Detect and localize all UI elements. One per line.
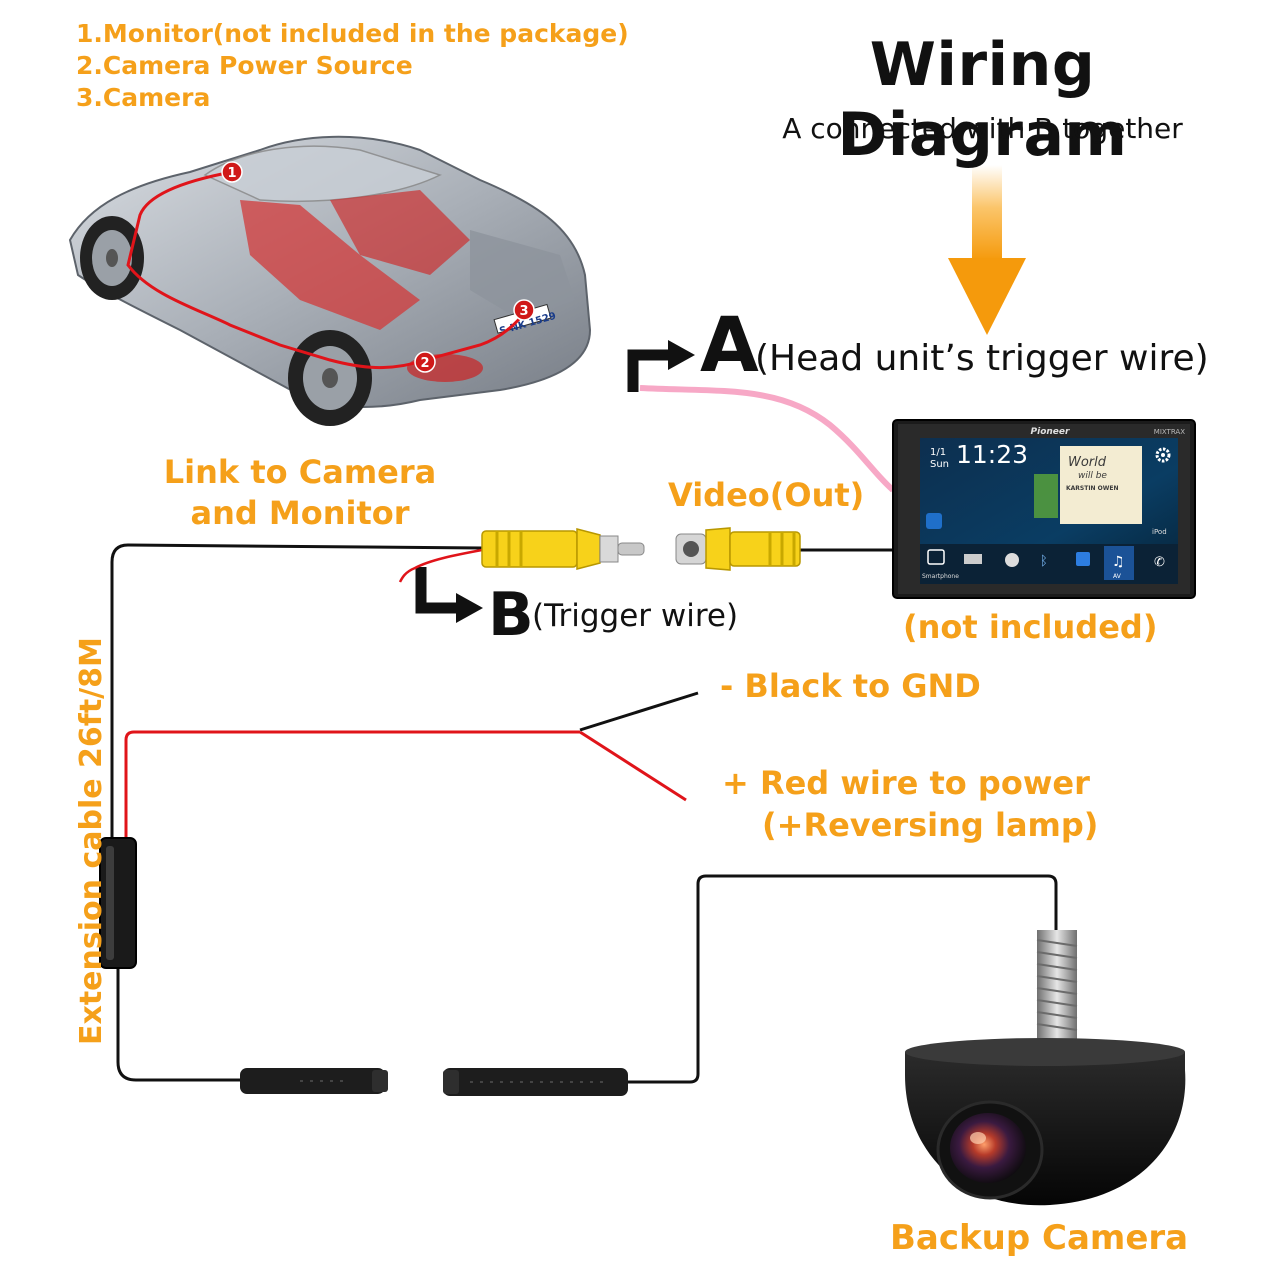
gear-icon xyxy=(1155,447,1171,463)
label-link-camera-monitor: Link to Camera and Monitor xyxy=(150,452,450,534)
rca-female-connector xyxy=(675,527,801,571)
label-b-text: (Trigger wire) xyxy=(532,598,739,634)
monitor-brand: Pioneer xyxy=(1031,427,1070,437)
car-marker-3: 3 xyxy=(513,299,535,321)
red-power-wire xyxy=(124,730,580,840)
label-red-power-line2: (+Reversing lamp) xyxy=(762,806,1099,844)
label-backup-camera: Backup Camera xyxy=(890,1218,1189,1258)
phone-icon: ✆ xyxy=(1154,555,1165,570)
extension-connector-male xyxy=(443,1068,628,1096)
source-label: iPod xyxy=(1152,528,1167,536)
head-unit-monitor: Pioneer MIXTRAX 1/1 Sun 11:23 World will… xyxy=(892,419,1196,599)
turn-arrow-icon-a xyxy=(627,340,695,392)
label-link-line2: and Monitor xyxy=(190,494,410,532)
svg-text:3: 3 xyxy=(519,304,528,319)
car-marker-2: 2 xyxy=(414,351,436,373)
car-marker-1: 1 xyxy=(221,161,243,183)
camera-lead-cable xyxy=(628,874,1058,1084)
label-black-gnd: - Black to GND xyxy=(720,667,981,705)
legend-item-camera: 3.Camera xyxy=(76,83,211,112)
turn-arrow-icon-b xyxy=(415,567,483,623)
label-a-letter: A xyxy=(700,300,759,389)
bluetooth-icon: ᛒ xyxy=(1040,554,1048,569)
car-illustration: S·NK 1529 1 2 3 xyxy=(68,135,592,426)
backup-camera-illustration xyxy=(905,930,1186,1206)
label-extension-cable: Extension cable 26ft/8M xyxy=(74,637,109,1045)
album-artist: KARSTIN OWEN xyxy=(1066,485,1119,492)
red-power-wire-end xyxy=(579,730,687,802)
av-label: AV xyxy=(1113,573,1122,580)
smartphone-icon xyxy=(927,549,945,565)
music-icon: ♫ xyxy=(1112,554,1125,570)
page-subtitle: A connected with B together xyxy=(782,112,1183,145)
label-not-included: (not included) xyxy=(903,608,1158,646)
monitor-time: 11:23 xyxy=(956,440,1028,469)
trigger-wire-a xyxy=(639,385,895,493)
monitor-model: MIXTRAX xyxy=(1154,428,1185,436)
album-title-line2: will be xyxy=(1078,471,1107,481)
label-video-out: Video(Out) xyxy=(668,476,865,514)
page-title: Wiring Diagram xyxy=(837,30,1128,170)
legend: 1.Monitor(not included in the package) 2… xyxy=(76,18,629,114)
svg-text:2: 2 xyxy=(420,356,429,371)
label-a-text: (Head unit’s trigger wire) xyxy=(755,338,1209,379)
rear-wheel xyxy=(288,330,372,426)
label-red-power: + Red wire to power (+Reversing lamp) xyxy=(722,762,1098,846)
camera-cable-bottom xyxy=(116,965,240,1082)
legend-item-power-source: 2.Camera Power Source xyxy=(76,51,413,80)
label-link-line1: Link to Camera xyxy=(163,453,437,491)
monitor-date-weekday: Sun xyxy=(930,459,949,470)
monitor-date-day: 1/1 xyxy=(930,447,946,458)
down-arrow-icon xyxy=(948,165,1026,335)
front-wheel xyxy=(80,216,144,300)
legend-item-monitor: 1.Monitor(not included in the package) xyxy=(76,19,629,48)
rca-male-connector xyxy=(481,528,645,570)
smartphone-label: Smartphone xyxy=(922,573,959,580)
svg-text:1: 1 xyxy=(227,166,236,181)
trigger-wire-b xyxy=(398,548,483,583)
label-b-letter: B xyxy=(488,580,534,650)
camera-cable-top xyxy=(110,543,483,840)
black-gnd-wire xyxy=(579,691,699,732)
label-red-power-line1: + Red wire to power xyxy=(722,764,1090,802)
pandora-icon xyxy=(1076,552,1090,566)
album-title-line1: World xyxy=(1068,455,1107,470)
extension-connector-female xyxy=(240,1068,388,1094)
